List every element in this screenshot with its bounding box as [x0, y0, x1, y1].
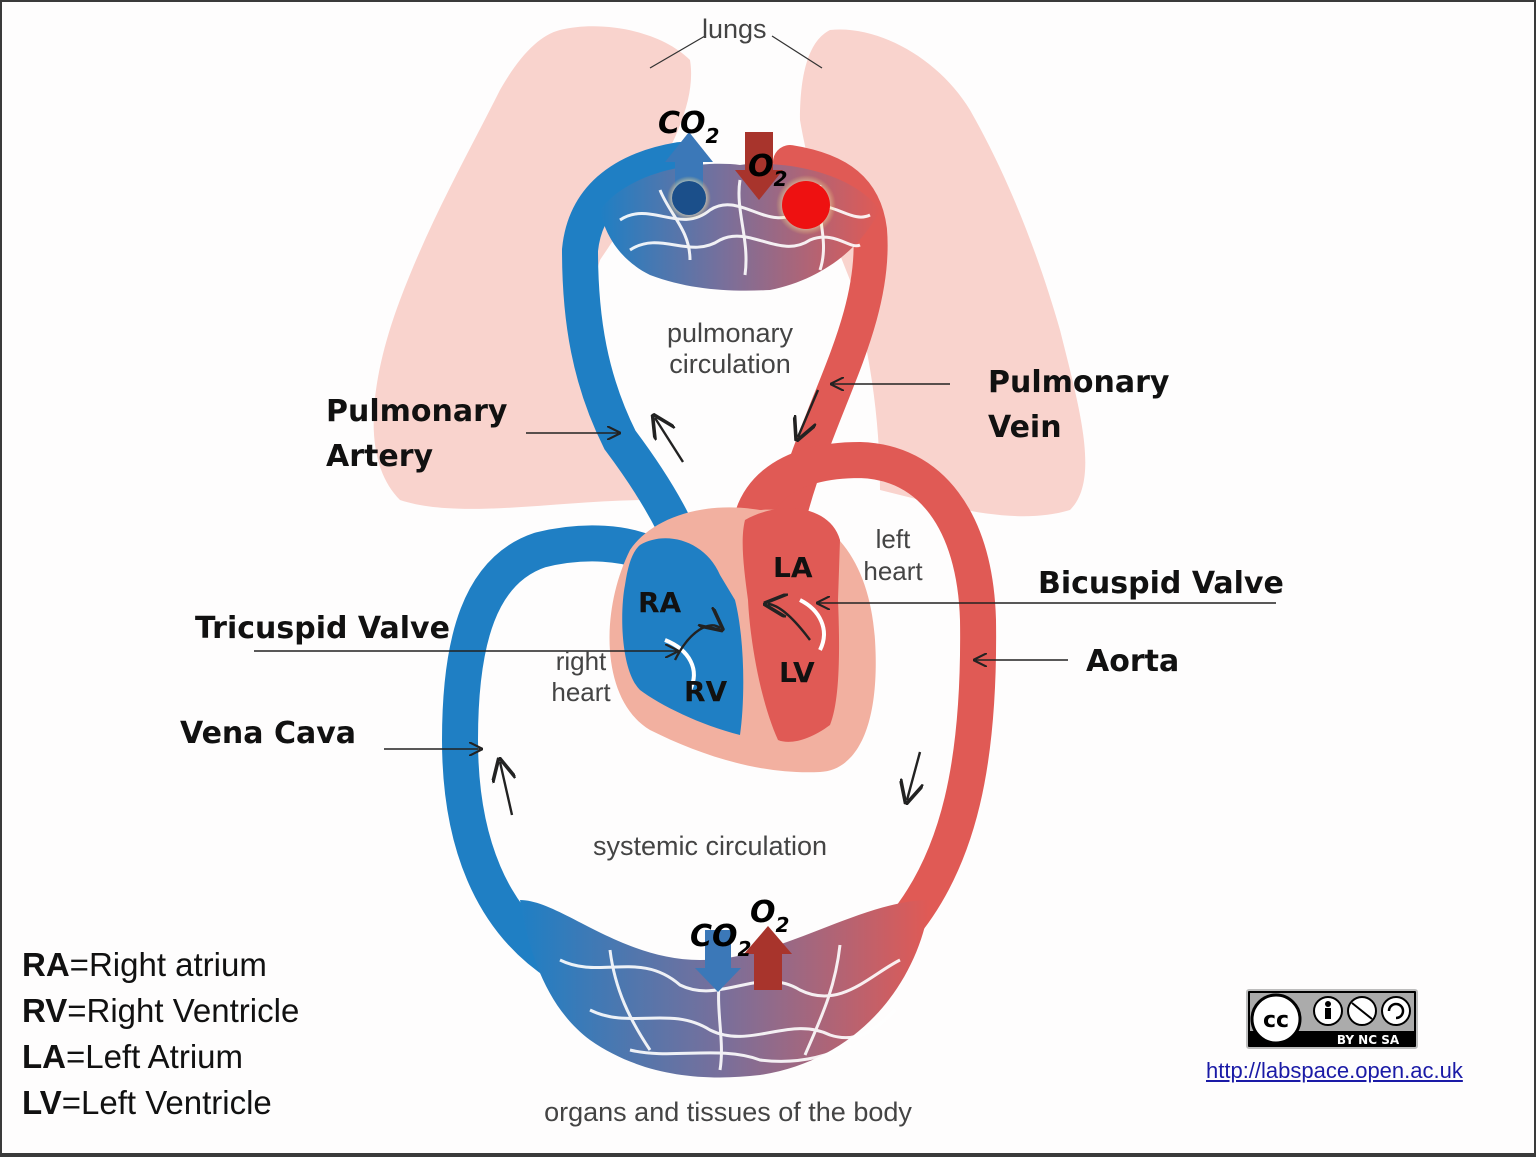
rv-label: RV — [684, 675, 728, 708]
co2-bottom-label: CO2 — [690, 919, 751, 961]
left-heart-chambers — [742, 508, 840, 742]
right-heart-label-2: heart — [551, 677, 611, 707]
pulmonary-circulation-label-2: circulation — [669, 349, 791, 379]
left-heart-label-1: left — [876, 524, 911, 554]
co2-molecule — [672, 181, 706, 215]
labspace-link[interactable]: http://labspace.open.ac.uk — [1206, 1058, 1463, 1083]
legend-item-ra: RA=Right atrium — [22, 946, 267, 983]
pulmonary-circulation-label-1: pulmonary — [667, 318, 794, 348]
tricuspid-valve-label: Tricuspid Valve — [195, 611, 450, 646]
lungs-label: lungs — [702, 14, 767, 44]
flow-arrows — [500, 389, 920, 816]
lungs-pointer-left — [649, 35, 706, 69]
legend-item-lv: LV=Left Ventricle — [22, 1084, 272, 1121]
co2-top-label: CO2 — [658, 106, 719, 148]
vena-cava-label: Vena Cava — [180, 716, 356, 751]
pulmonary-vein-label-2: Vein — [988, 410, 1062, 445]
abbreviation-legend: RA=Right atrium RV=Right Ventricle LA=Le… — [22, 942, 299, 1126]
o2-inhale-arrow — [735, 132, 783, 200]
cc-license-icon: cc BY NC SA — [1250, 993, 1414, 1047]
o2-bottom-label: O2 — [750, 895, 789, 937]
co2-tissue-arrow — [695, 930, 741, 992]
pulmonary-artery-label-2: Artery — [326, 439, 433, 474]
oxygen-molecule — [782, 181, 830, 229]
pulmonary-vein-label-1: Pulmonary — [988, 365, 1170, 400]
pulmonary-artery-label-1: Pulmonary — [326, 394, 508, 429]
o2-top-label: O2 — [748, 149, 787, 191]
right-lung — [800, 29, 1086, 517]
creative-commons-badge: cc BY NC SA — [1246, 989, 1418, 1049]
tissue-capillary-mesh — [559, 944, 901, 1071]
left-heart-label-2: heart — [863, 556, 923, 586]
bicuspid-valve-flap — [799, 598, 826, 651]
cc-terms-text: BY NC SA — [1337, 1033, 1400, 1047]
systemic-circulation-label: systemic circulation — [593, 831, 827, 861]
bicuspid-valve-label: Bicuspid Valve — [1038, 566, 1284, 601]
right-heart-chambers — [622, 538, 744, 735]
right-heart-label-1: right — [556, 646, 607, 676]
aorta-label: Aorta — [1086, 644, 1179, 679]
legend-item-rv: RV=Right Ventricle — [22, 992, 300, 1029]
ra-label: RA — [638, 586, 682, 619]
o2-tissue-arrow — [744, 926, 792, 990]
cc-logo-text: cc — [1263, 1008, 1289, 1033]
organs-label: organs and tissues of the body — [544, 1097, 912, 1127]
lungs-pointer-right — [771, 35, 823, 69]
lv-label: LV — [779, 656, 815, 689]
la-label: LA — [773, 551, 813, 584]
pulmonary-artery-vessel — [561, 142, 718, 618]
legend-item-la: LA=Left Atrium — [22, 1038, 244, 1075]
callout-pointers — [254, 384, 1276, 749]
tricuspid-valve-flap — [664, 638, 696, 691]
